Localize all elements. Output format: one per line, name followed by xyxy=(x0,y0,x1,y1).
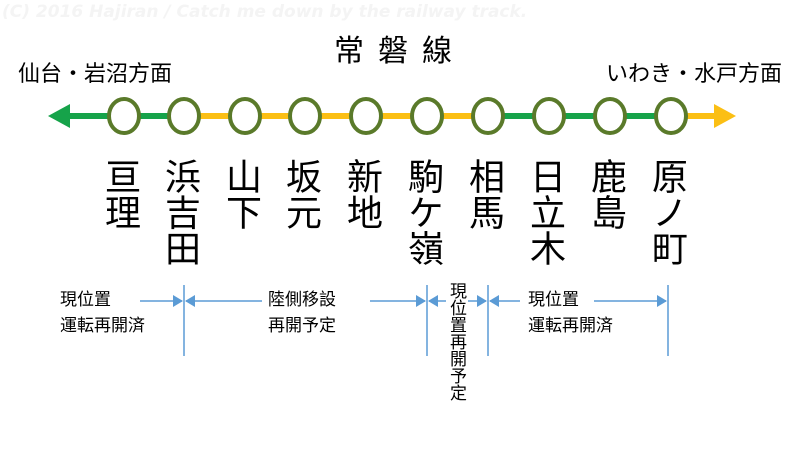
station-marker xyxy=(593,97,627,135)
arrowhead-icon xyxy=(657,295,667,307)
station-marker xyxy=(471,97,505,135)
station-name: 新地 xyxy=(341,158,382,230)
note-section-2: 陸側移設 再開予定 xyxy=(268,287,336,339)
station-name: 鹿島 xyxy=(585,158,626,230)
direction-left: 仙台・岩沼方面 xyxy=(18,62,173,87)
station-name: 坂元 xyxy=(280,158,321,230)
note-section-1: 現位置 運転再開済 xyxy=(60,287,145,339)
station-marker xyxy=(349,97,383,135)
station-name: 日立木 xyxy=(524,158,565,266)
station-name: 相馬 xyxy=(463,158,504,230)
station-marker xyxy=(288,97,322,135)
arrowhead-icon xyxy=(416,295,426,307)
station-marker xyxy=(532,97,566,135)
line-title: 常磐線 xyxy=(334,34,466,69)
station-marker xyxy=(228,97,262,135)
arrow-right-icon xyxy=(714,104,736,128)
direction-right: いわき・水戸方面 xyxy=(605,62,782,87)
station-marker xyxy=(654,97,688,135)
note-section-4: 現位置 運転再開済 xyxy=(528,287,613,339)
note-line: 陸側移設 xyxy=(268,290,336,310)
note-line: 現位置 xyxy=(60,290,111,310)
station-name: 浜吉田 xyxy=(159,158,200,266)
station-marker xyxy=(167,97,201,135)
note-line: 再開予定 xyxy=(268,316,336,336)
arrow-left-icon xyxy=(48,104,70,128)
note-line: 運転再開済 xyxy=(60,316,145,336)
station-name: 亘理 xyxy=(99,158,140,230)
arrowhead-icon xyxy=(173,295,183,307)
arrowhead-icon xyxy=(489,295,499,307)
station-marker xyxy=(107,97,141,135)
note-section-3: 現位置再開予定 xyxy=(446,282,466,401)
station-name: 山下 xyxy=(220,158,261,230)
station-marker xyxy=(410,97,444,135)
station-name: 駒ケ嶺 xyxy=(402,158,443,266)
arrowhead-icon xyxy=(185,295,195,307)
station-name: 原ノ町 xyxy=(646,158,687,266)
watermark: (C) 2016 Hajiran / Catch me down by the … xyxy=(2,2,528,22)
note-line: 現位置 xyxy=(528,290,579,310)
note-line: 運転再開済 xyxy=(528,316,613,336)
arrowhead-icon xyxy=(477,295,487,307)
arrowhead-icon xyxy=(428,295,438,307)
